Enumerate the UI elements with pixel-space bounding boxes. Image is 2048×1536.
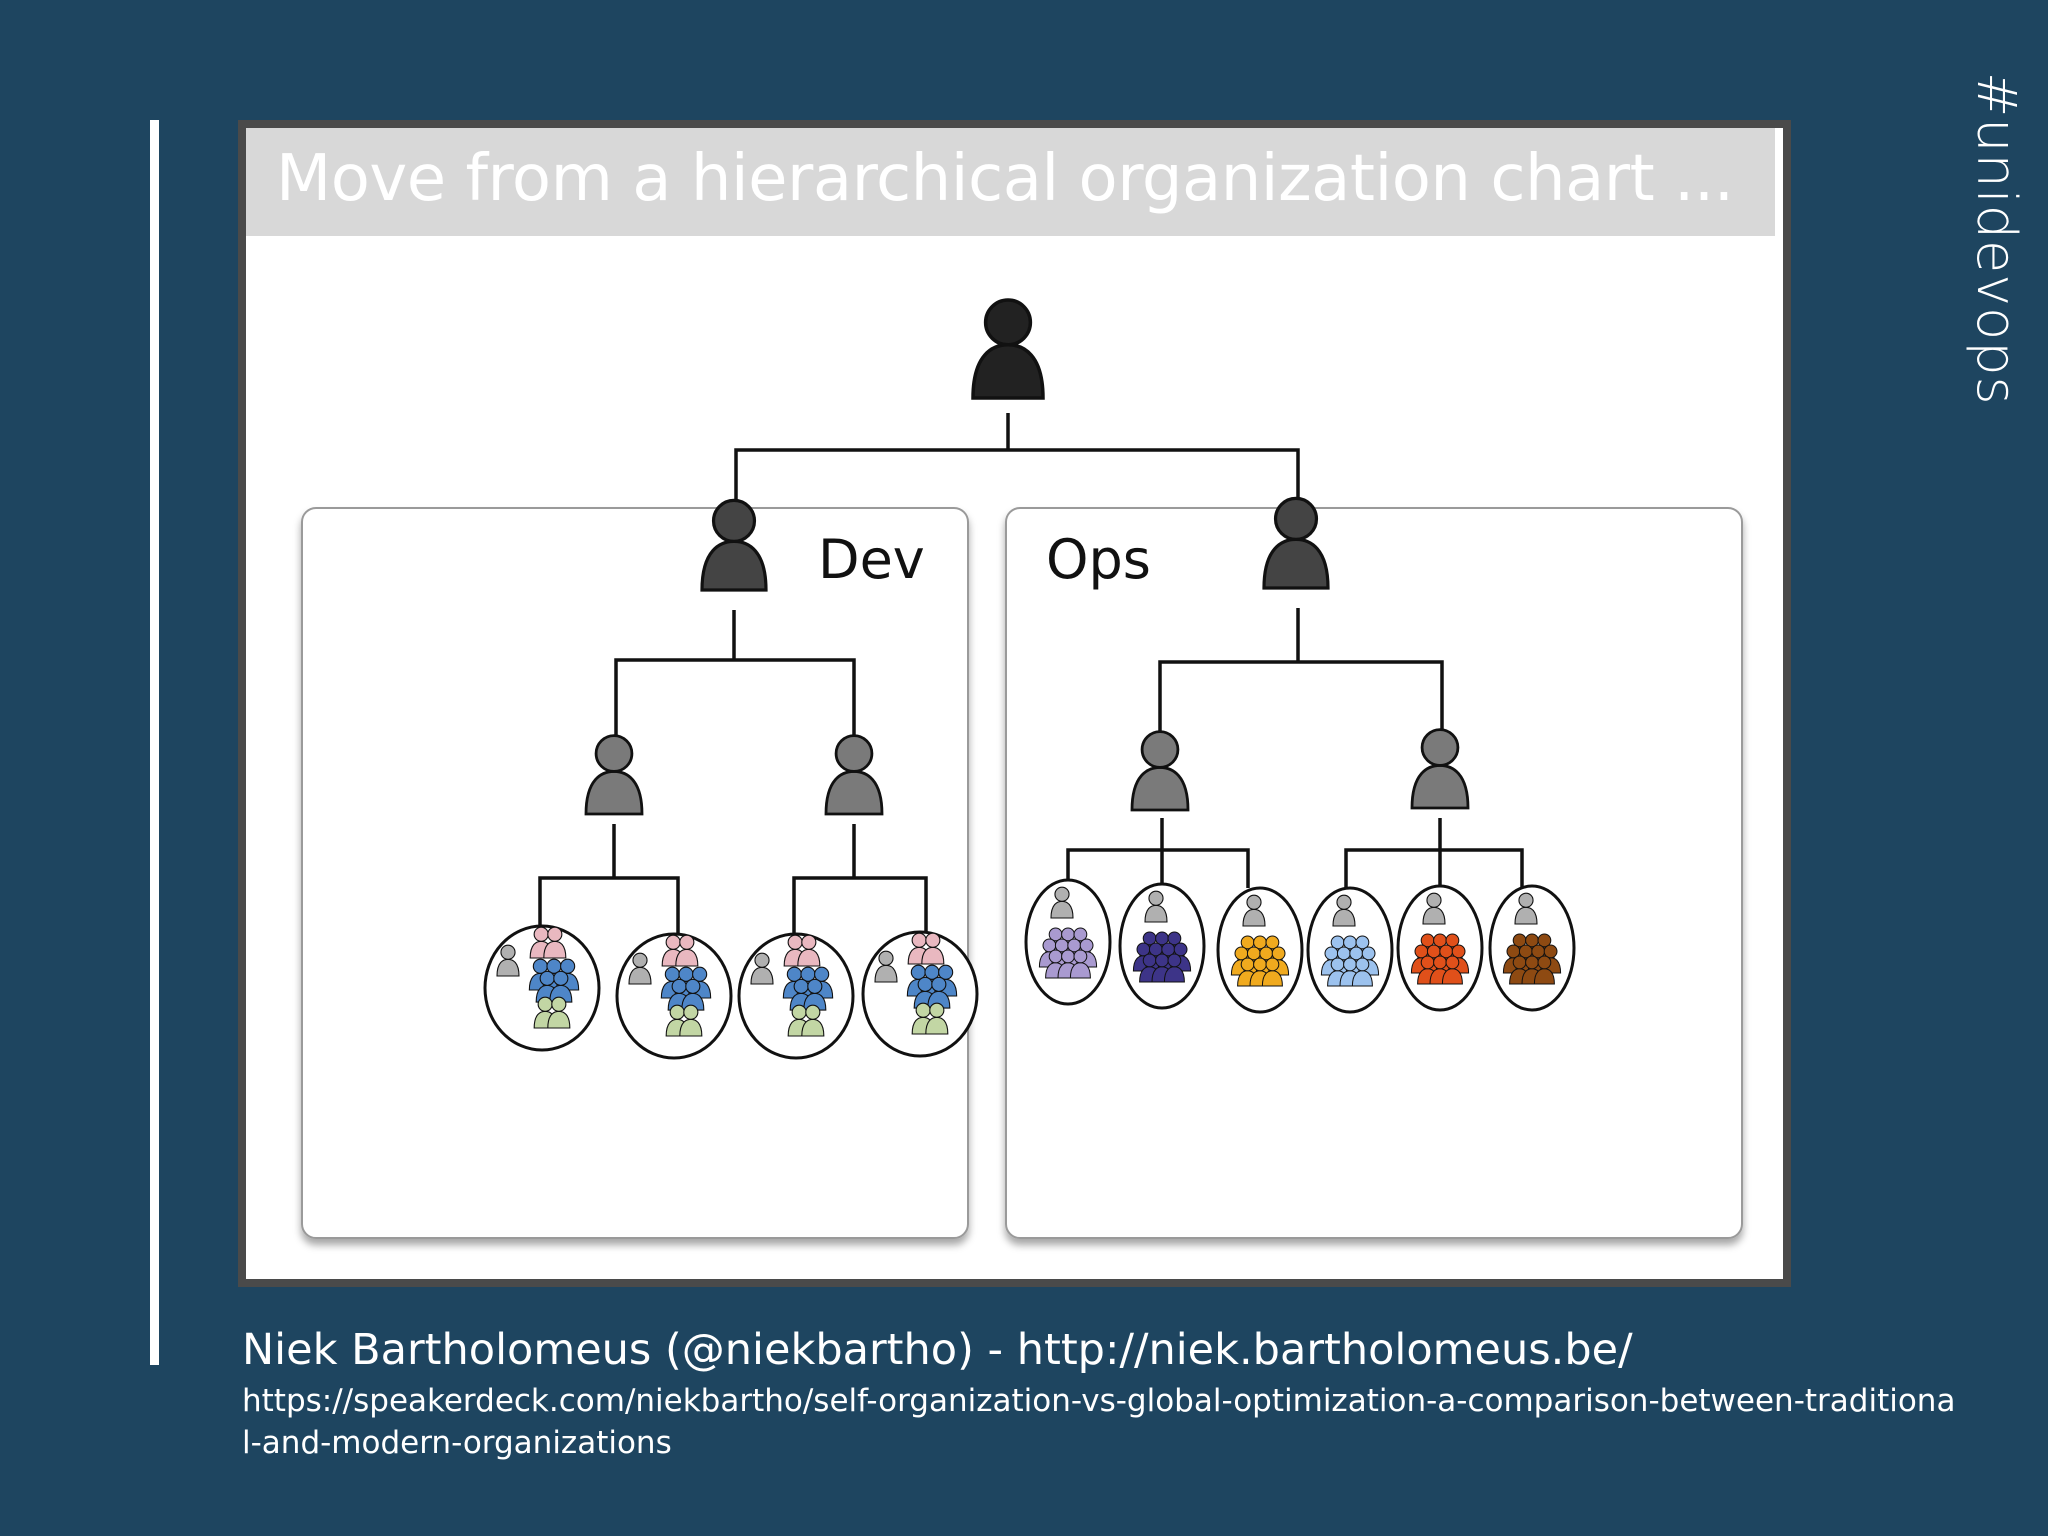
dev-head-icon <box>700 498 768 592</box>
ops-team-5-member-member-9 <box>1441 955 1463 985</box>
dev-lead-1-icon <box>584 734 644 816</box>
org-chart: Dev Ops <box>301 298 1743 1239</box>
ops-team-4-lead-icon <box>1332 894 1356 927</box>
dev-team-4-pink-member-1 <box>921 932 945 965</box>
ops-box <box>1005 507 1743 1239</box>
slide: Move from a hierarchical organization ch… <box>246 128 1783 1279</box>
ops-lead-2-branch <box>1344 848 1524 888</box>
dev-team-3-pink-member-1 <box>797 934 821 967</box>
ops-lead-1-branch <box>1066 848 1250 888</box>
dev-team-1-green-member-1 <box>547 996 571 1029</box>
dev-team-4-green-member-1 <box>925 1002 949 1035</box>
ops-lead-1-icon <box>1130 730 1190 812</box>
dev-team-4-lead-icon <box>874 950 898 983</box>
ops-team-5-lead-icon <box>1422 892 1446 925</box>
ops-team-2-member-member-9 <box>1163 953 1185 983</box>
top-manager-icon <box>971 298 1045 400</box>
dev-team-1-blue-member-4 <box>549 970 573 1003</box>
accent-bar <box>150 120 159 1365</box>
ops-label: Ops <box>1046 528 1151 591</box>
top-branch <box>734 448 1300 510</box>
ops-branch <box>1158 660 1444 738</box>
dev-team-2-green-member-1 <box>679 1004 703 1037</box>
ops-head-icon <box>1262 496 1330 590</box>
ops-lead-2-icon <box>1410 728 1470 810</box>
dev-team-1-lead-icon <box>496 944 520 977</box>
hashtag-label: #unidevops <box>1965 72 2028 406</box>
dev-box <box>301 507 969 1239</box>
ops-team-2-lead-icon <box>1144 890 1168 923</box>
ops-team-6-lead-icon <box>1514 892 1538 925</box>
dev-team-3-green-member-1 <box>801 1004 825 1037</box>
slide-frame: Move from a hierarchical organization ch… <box>238 120 1791 1287</box>
dev-label: Dev <box>818 528 925 591</box>
ops-team-4-member-member-9 <box>1351 957 1373 987</box>
dev-team-1-pink-member-1 <box>543 926 567 959</box>
ops-team-6-member-member-9 <box>1533 955 1555 985</box>
dev-lead-2-icon <box>824 734 884 816</box>
dev-team-2-pink-member-1 <box>675 934 699 967</box>
ops-team-3-member-member-9 <box>1261 957 1283 987</box>
slide-title: Move from a hierarchical organization ch… <box>276 142 1734 216</box>
ops-team-1-lead-icon <box>1050 886 1074 919</box>
source-link[interactable]: https://speakerdeck.com/niekbartho/self-… <box>242 1383 1956 1461</box>
dev-team-2-lead-icon <box>628 952 652 985</box>
author-credit: Niek Bartholomeus (@niekbartho) - http:/… <box>242 1325 1633 1375</box>
ops-team-1-member-member-9 <box>1069 949 1091 979</box>
dev-branch <box>614 658 856 740</box>
ops-team-3-lead-icon <box>1242 894 1266 927</box>
dev-lead-1-branch <box>538 876 680 940</box>
slide-title-bar: Move from a hierarchical organization ch… <box>246 128 1775 236</box>
dev-lead-2-branch <box>792 876 928 940</box>
connector-lines <box>538 413 1524 940</box>
people-icons <box>496 298 1562 1037</box>
dev-team-3-lead-icon <box>750 952 774 985</box>
